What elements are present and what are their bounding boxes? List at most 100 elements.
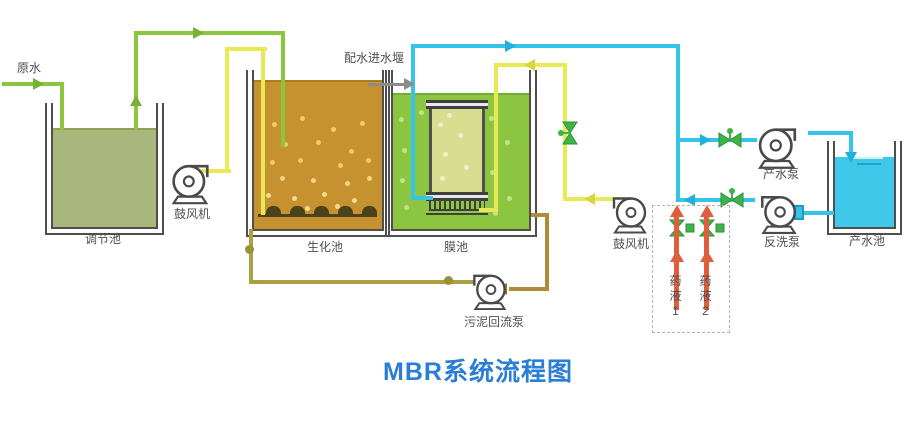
water-ripple <box>851 157 883 159</box>
bubble <box>311 178 316 183</box>
bubble <box>305 206 310 211</box>
chemical-flow-arrow <box>700 250 714 262</box>
regulation-tank-cavity <box>51 103 158 229</box>
air-diffuser <box>266 206 281 214</box>
chemical-flow-arrow <box>670 250 684 262</box>
membrane-aerator-comb <box>429 201 485 211</box>
bubble <box>443 152 448 157</box>
raw-water-top-pipe <box>134 31 285 35</box>
membrane-aerator-base <box>426 213 488 215</box>
bubble <box>335 204 340 209</box>
sludge-pump-inlet-pipe <box>509 287 549 291</box>
flow-arrow <box>700 134 711 146</box>
air-valve-icon <box>558 121 578 145</box>
product-tank-cavity <box>833 141 896 229</box>
pipe-joint <box>245 245 254 254</box>
bubble <box>300 116 305 121</box>
product-pump-icon <box>749 123 807 170</box>
permeate-down-pipe <box>676 44 680 202</box>
flow-arrow <box>130 95 142 106</box>
product-pump-outlet-pipe <box>808 131 853 135</box>
chemical-2-line <box>704 214 709 310</box>
bubble <box>349 149 354 154</box>
bubble <box>419 110 424 115</box>
air-diffuser <box>362 206 377 214</box>
sludge-pipe <box>531 213 549 217</box>
bubble <box>490 170 495 175</box>
product-valve-icon <box>718 128 742 148</box>
air-pipe-left <box>201 169 231 173</box>
bubble <box>366 158 371 163</box>
air-pipe-right-drop <box>479 208 498 212</box>
bubble <box>352 198 357 203</box>
chemical-2-label: 药液2 <box>699 274 712 318</box>
product-pump-label: 产水泵 <box>762 167 799 181</box>
bubble <box>292 196 297 201</box>
bubble <box>458 133 463 138</box>
bubble <box>438 122 443 127</box>
backwash-pump-label: 反洗泵 <box>763 235 800 249</box>
sludge-pipe <box>545 213 549 291</box>
bubble <box>270 160 275 165</box>
bubble <box>404 205 409 210</box>
backwash-suction-pipe <box>795 211 834 215</box>
chemical-flow-arrow <box>700 205 714 217</box>
bio-tank <box>246 70 390 237</box>
flow-arrow <box>33 78 44 90</box>
blower-right-label: 鼓风机 <box>612 237 649 251</box>
bubble <box>367 176 372 181</box>
bubble <box>447 113 452 118</box>
flow-arrow <box>505 40 516 52</box>
bubble <box>331 127 336 132</box>
flow-arrow <box>584 193 595 205</box>
bio-tank-water <box>254 80 382 229</box>
backwash-pump-icon <box>751 191 805 235</box>
product-tank-water <box>835 157 894 227</box>
raw-water-drop-pipe <box>281 31 285 147</box>
inlet-weir-label: 配水进水堰 <box>343 51 404 65</box>
permeate-suction-pipe <box>411 46 415 199</box>
regulation-tank-water <box>53 128 156 227</box>
bubble <box>338 163 343 168</box>
chemical-1-label: 药液1 <box>669 274 682 318</box>
bubble <box>280 176 285 181</box>
bubble <box>283 142 288 147</box>
blower-right-icon <box>606 192 652 235</box>
weir-flow-arrow <box>404 78 415 90</box>
air-diffuser <box>290 206 305 214</box>
product-tank <box>827 141 902 235</box>
backwash-valve-icon <box>720 188 744 208</box>
bubble <box>272 122 277 127</box>
bubble <box>505 140 510 145</box>
bubble <box>507 196 512 201</box>
regulation-tank <box>45 103 164 235</box>
bubble <box>322 192 327 197</box>
bubble <box>298 158 303 163</box>
diagram-title: MBR系统流程图 <box>383 358 573 386</box>
bubble <box>440 176 445 181</box>
bubble <box>493 211 498 216</box>
membrane-tank-label: 膜池 <box>443 240 468 254</box>
membrane-module-bottom-cap <box>426 192 488 201</box>
flow-arrow <box>684 194 695 206</box>
air-diffuser <box>338 206 353 214</box>
raw-water-label: 原水 <box>16 61 41 75</box>
bubble <box>489 116 494 121</box>
product-tank-label: 产水池 <box>848 234 885 248</box>
air-pipe-right-drop <box>494 63 498 212</box>
raw-water-inlet-pipe <box>60 82 64 130</box>
raw-water-riser-pipe <box>134 31 138 130</box>
air-pipe-left <box>225 47 267 51</box>
blower-left-icon <box>166 159 216 206</box>
permeate-suction-pipe <box>411 196 433 200</box>
blower-left-label: 鼓风机 <box>173 207 210 221</box>
membrane-module-body <box>429 109 485 192</box>
bubble <box>266 193 271 198</box>
regulation-tank-label: 调节池 <box>84 232 121 246</box>
bio-aerator-line <box>258 214 377 217</box>
air-diffuser <box>314 206 329 214</box>
bubble <box>316 140 321 145</box>
bubble <box>399 117 404 122</box>
bubble <box>464 165 469 170</box>
